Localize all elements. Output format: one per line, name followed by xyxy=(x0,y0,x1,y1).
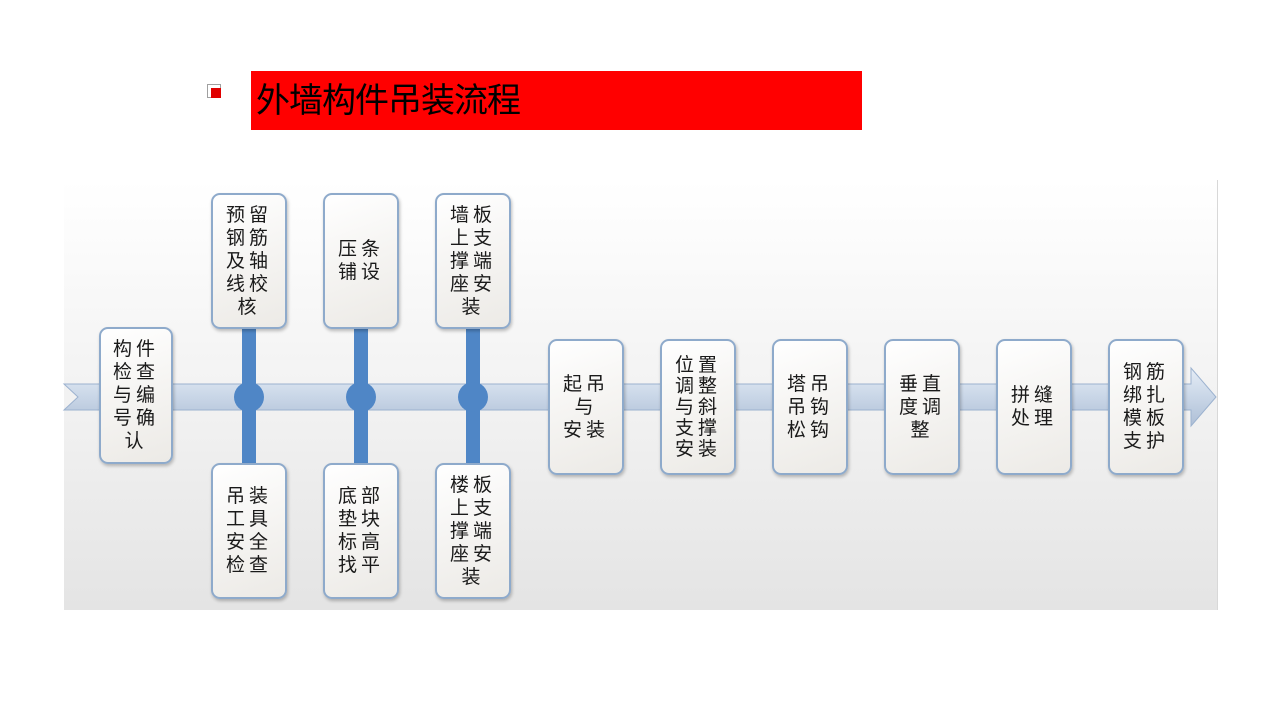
connector-node-2 xyxy=(346,382,376,412)
step-label-2-bottom: 吊装 工具 安全 检查 xyxy=(225,485,272,576)
step-label-5: 起吊 与 安装 xyxy=(562,372,609,441)
step-box-1: 构件 检查 与编 号确 认 xyxy=(99,327,173,464)
timeline-arrow xyxy=(62,366,1217,428)
step-box-3-bottom: 底部 垫块 标高 找平 xyxy=(323,463,399,599)
step-box-2-bottom: 吊装 工具 安全 检查 xyxy=(211,463,287,599)
step-box-2-top: 预留 钢筋 及轴 线校 核 xyxy=(211,193,287,329)
step-box-10: 钢筋 绑扎 模板 支护 xyxy=(1108,339,1184,475)
step-label-4-top: 墙板 上支 撑端 座安 装 xyxy=(449,203,496,318)
step-box-5: 起吊 与 安装 xyxy=(548,339,624,475)
step-label-8: 垂直 度调 整 xyxy=(898,372,945,441)
bullet-icon xyxy=(207,84,221,98)
step-label-2-top: 预留 钢筋 及轴 线校 核 xyxy=(225,203,272,318)
step-label-3-bottom: 底部 垫块 标高 找平 xyxy=(337,485,384,576)
connector-node-1 xyxy=(234,382,264,412)
step-label-6: 位置 调整 与斜 支撑 安装 xyxy=(674,353,721,460)
step-label-1: 构件 检查 与编 号确 认 xyxy=(112,338,159,452)
page-title: 外墙构件吊装流程 xyxy=(256,81,521,121)
step-box-6: 位置 调整 与斜 支撑 安装 xyxy=(660,339,736,475)
step-box-7: 塔吊 吊钩 松钩 xyxy=(772,339,848,475)
step-label-4-bottom: 楼板 上支 撑端 座安 装 xyxy=(449,473,496,588)
step-box-8: 垂直 度调 整 xyxy=(884,339,960,475)
step-box-4-top: 墙板 上支 撑端 座安 装 xyxy=(435,193,511,329)
step-label-10: 钢筋 绑扎 模板 支护 xyxy=(1122,361,1169,452)
step-box-9: 拼缝 处理 xyxy=(996,339,1072,475)
step-box-4-bottom: 楼板 上支 撑端 座安 装 xyxy=(435,463,511,599)
step-label-7: 塔吊 吊钩 松钩 xyxy=(786,372,833,441)
title-bar xyxy=(251,71,862,130)
step-label-3-top: 压条 铺设 xyxy=(337,238,384,283)
step-label-9: 拼缝 处理 xyxy=(1010,384,1057,429)
connector-node-3 xyxy=(458,382,488,412)
step-box-3-top: 压条 铺设 xyxy=(323,193,399,329)
